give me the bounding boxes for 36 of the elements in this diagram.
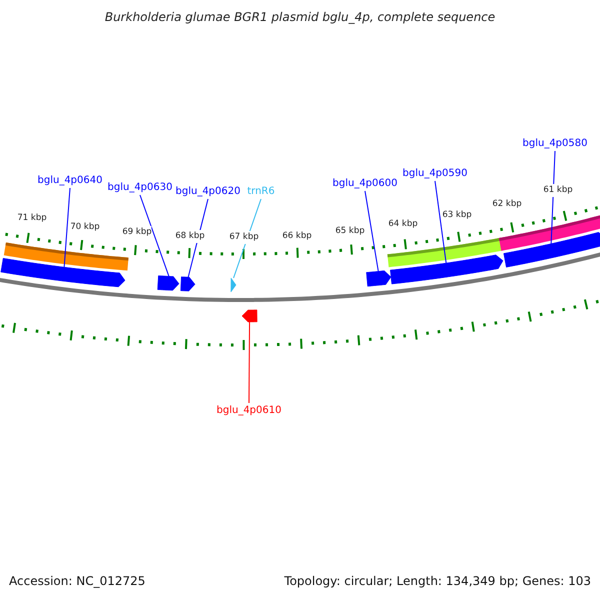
leader-line [550,150,556,244]
gene-label: bglu_4p0630 [108,181,172,194]
scale-label: 71 kbp [17,212,47,225]
gene-feature [390,254,504,284]
gene-label: bglu_4p0620 [176,185,240,198]
scale-label: 61 kbp [543,184,573,197]
leader-line [434,180,447,264]
scale-label: 66 kbp [282,230,312,243]
leader-line [64,188,70,268]
scale-label: 68 kbp [175,230,205,243]
gene-label: bglu_4p0600 [332,177,398,190]
gene-feature [157,275,180,291]
gene-feature [242,310,258,322]
gene-label: bglu_4p0590 [402,167,468,180]
scale-label: 67 kbp [229,231,259,244]
gene-feature [366,270,392,287]
gene-feature [230,278,236,292]
scale-label: 65 kbp [335,225,365,238]
scale-label: 62 kbp [492,198,522,211]
scale-label: 70 kbp [70,221,100,234]
gene-label: trnR6 [247,185,275,198]
footer-text: Accession: NC_012725 [9,575,146,588]
gene-feature [180,276,196,292]
gene-label: bglu_4p0580 [522,137,588,150]
scale-label: 64 kbp [388,218,418,231]
footer-text: Topology: circular; Length: 134,349 bp; Genes: 103 [284,575,591,588]
gene-feature [503,232,600,268]
gene-label: bglu_4p0610 [216,404,282,417]
scale-label: 63 kbp [442,209,472,222]
gene-feature [0,258,126,288]
leader-line [140,194,170,277]
gene-label: bglu_4p0640 [38,174,102,187]
title: Burkholderia glumae BGR1 plasmid bglu_4p, complete sequence [104,11,496,24]
scale-label: 69 kbp [122,226,152,239]
leader-line [364,190,379,272]
leader-line [248,321,250,404]
